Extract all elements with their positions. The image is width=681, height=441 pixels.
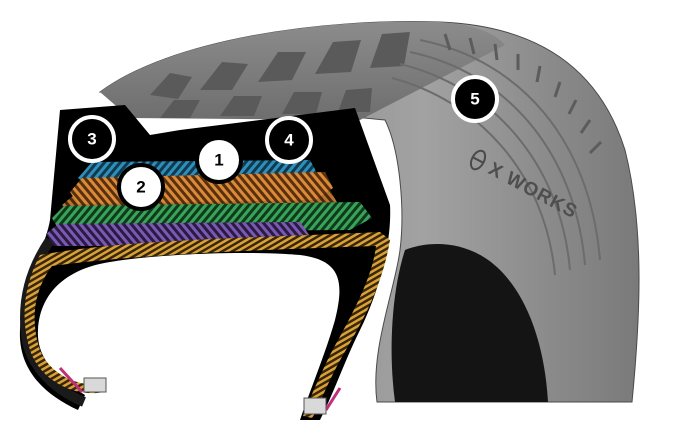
callout-5-label: 5 xyxy=(470,90,479,109)
bibendum-emblem-icon xyxy=(469,149,487,171)
bead-left xyxy=(58,366,107,394)
callout-2: 2 xyxy=(117,163,165,211)
tread-pattern xyxy=(150,32,410,118)
callout-1-label: 1 xyxy=(214,151,223,170)
tire-inner-opening xyxy=(391,244,548,402)
callout-4-label: 4 xyxy=(284,131,294,150)
callout-3: 3 xyxy=(68,115,116,163)
callout-4: 4 xyxy=(265,116,313,164)
bead-right xyxy=(303,387,342,415)
callout-1: 1 xyxy=(195,136,243,184)
callout-3-label: 3 xyxy=(87,130,96,149)
sidewall-serrations xyxy=(443,33,603,155)
callout-2-label: 2 xyxy=(136,178,145,197)
callout-5: 5 xyxy=(451,75,499,123)
sidewall-ribs xyxy=(391,39,601,276)
